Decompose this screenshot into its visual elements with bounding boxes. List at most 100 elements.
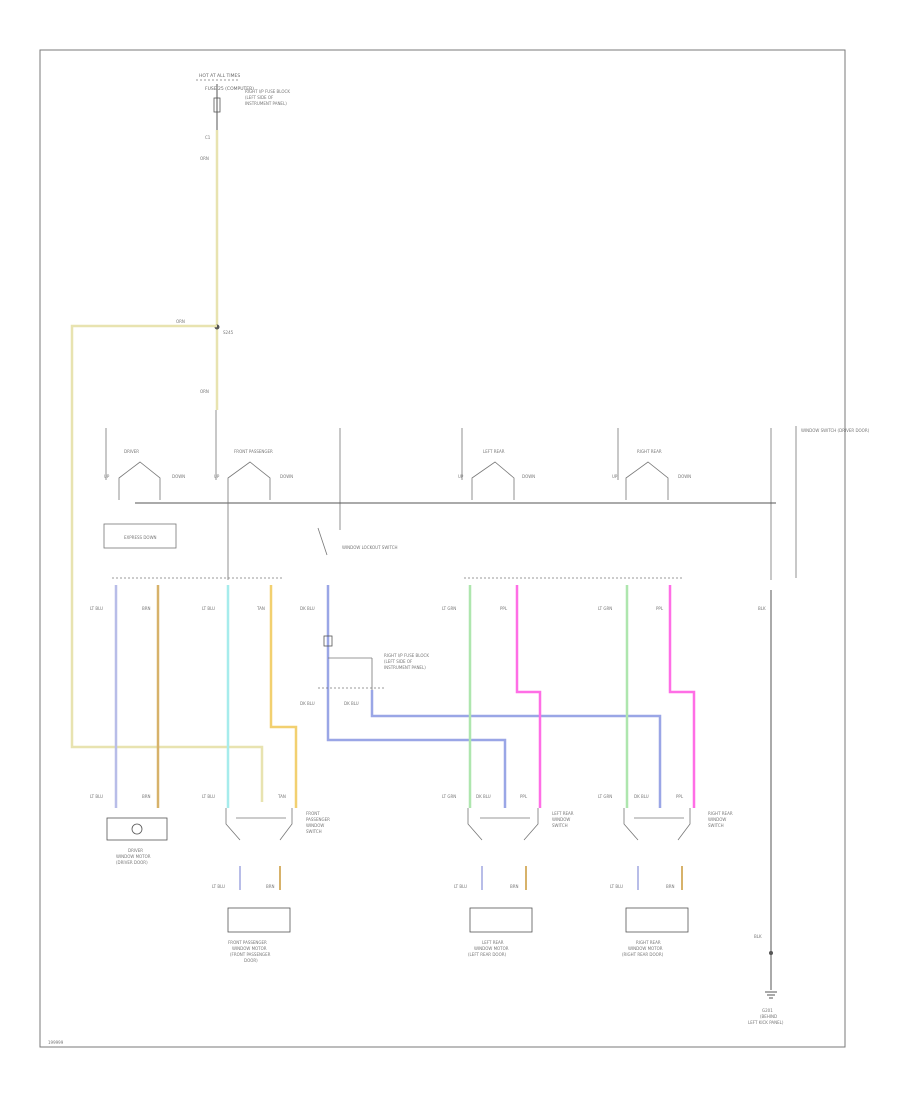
wire-main-label: ORN [200, 156, 209, 161]
express-label: EXPRESS DOWN [124, 535, 157, 540]
top-fuse-loc-2: (LEFT SIDE OF [245, 95, 274, 100]
low-lbl-tan: TAN [277, 794, 286, 799]
rr-sw-1: RIGHT REAR [708, 811, 733, 816]
rr-down: DOWN [678, 474, 691, 479]
fp-sw-1: FRONT [306, 811, 320, 816]
lr-window-switch: LEFT REAR WINDOW SWITCH LT BLU BRN LEFT … [454, 808, 574, 957]
rr-motor-lbl-ltblu: LT BLU [610, 884, 623, 889]
lr-motor-lbl-ltblu: LT BLU [454, 884, 467, 889]
lbl-blk: BLK [758, 606, 766, 611]
low-lbl-dkblu: DK BLU [476, 794, 491, 799]
low-lbl-ltgrn: LT GRN [442, 794, 456, 799]
lbl-brn: BRN [142, 606, 151, 611]
fp-motor-4: DOOR) [244, 958, 258, 963]
fp-sw-3: WINDOW [306, 823, 324, 828]
lr-down: DOWN [522, 474, 535, 479]
mid-fuse-title-1: RIGHT I/P FUSE BLOCK [384, 653, 429, 658]
low-lbl-dkblu-2: DK BLU [634, 794, 649, 799]
driver-switch-label: DRIVER [124, 449, 139, 454]
top-fuse-loc-3: INSTRUMENT PANEL) [245, 101, 287, 106]
top-fuse-name: FUSE 25 (COMPUTER) [205, 86, 254, 92]
rr-sw-2: WINDOW [708, 817, 726, 822]
lbl-tan: TAN [256, 606, 265, 611]
driver-window-motor: DRIVER WINDOW MOTOR (DRIVER DOOR) [106, 817, 168, 865]
top-fuse-loc-1: RIGHT I/P FUSE BLOCK [245, 89, 290, 94]
fp-motor-1: FRONT PASSENGER [228, 940, 267, 945]
rr-motor-lbl-brn: BRN [666, 884, 675, 889]
mid-fuse: RIGHT I/P FUSE BLOCK (LEFT SIDE OF INSTR… [300, 635, 429, 706]
low-lbl-ppl: PPL [520, 794, 528, 799]
fp-window-switch: FRONT PASSENGER WINDOW SWITCH LT BLU BRN… [212, 808, 330, 963]
driver-motor-2: WINDOW MOTOR [116, 854, 151, 859]
lbl-ltgrn-2: LT GRN [598, 606, 612, 611]
fp-motor-3: (FRONT PASSENGER [230, 952, 271, 957]
fp-sw-4: SWITCH [306, 829, 322, 834]
fp-switch-label: FRONT PASSENGER [234, 449, 273, 454]
fp-up: UP [214, 474, 220, 479]
lr-motor-2: WINDOW MOTOR [474, 946, 509, 951]
rr-motor-3: (RIGHT REAR DOOR) [622, 952, 664, 957]
fp-motor-lbl-brn: BRN [266, 884, 275, 889]
wire-dk-blu-lockout [326, 585, 507, 808]
low-lbl-cyan: LT BLU [202, 794, 215, 799]
low-lbl-brn: BRN [142, 794, 151, 799]
ground-label-1: G201 [762, 1008, 773, 1013]
wire-ppl-rr [668, 585, 696, 808]
fp-motor-lbl-ltblu: LT BLU [212, 884, 225, 889]
rr-motor-2: WINDOW MOTOR [628, 946, 663, 951]
mid-lbl-dkblu-2: DK BLU [344, 701, 359, 706]
rr-sw-3: SWITCH [708, 823, 724, 828]
master-switch-group: DRIVER UP DOWN EXPRESS DOWN FRONT PASSEN… [103, 410, 870, 580]
lr-sw-3: SWITCH [552, 823, 568, 828]
driver-up: UP [104, 474, 110, 479]
low-lbl-ltgrn-2: LT GRN [598, 794, 612, 799]
wire-ppl-lr [515, 585, 542, 808]
lockout-switch-label: WINDOW LOCKOUT SWITCH [342, 545, 398, 550]
left-feed-label: ORN [176, 319, 185, 324]
wire-dk-blu-lockout-2 [370, 690, 662, 808]
lbl-ltblu: LT BLU [90, 606, 103, 611]
rr-up: UP [612, 474, 618, 479]
lr-sw-2: WINDOW [552, 817, 570, 822]
fp-down: DOWN [280, 474, 293, 479]
top-fuse-title: HOT AT ALL TIMES [199, 73, 240, 79]
diagram-frame [39, 49, 846, 1048]
fuse-symbol [213, 97, 221, 113]
low-lbl-ltblu: LT BLU [90, 794, 103, 799]
lbl-ltgrn: LT GRN [442, 606, 456, 611]
ground-label-3: LEFT KICK PANEL) [748, 1020, 784, 1025]
master-group-label: WINDOW SWITCH (DRIVER DOOR) [801, 428, 870, 433]
splice-label: S245 [223, 330, 234, 335]
lbl-ppl: PPL [500, 606, 508, 611]
lr-up: UP [458, 474, 464, 479]
wire-tan-fp [269, 585, 298, 808]
low-lbl-ppl-2: PPL [676, 794, 684, 799]
driver-down: DOWN [172, 474, 185, 479]
switch-feed-label: ORN [200, 389, 209, 394]
ground-wire-label: BLK [754, 934, 762, 939]
top-fuse-pin: C1 [205, 135, 211, 140]
ground-label-2: (BEHIND [760, 1014, 777, 1019]
lbl-ltblu-2: LT BLU [202, 606, 215, 611]
lr-sw-1: LEFT REAR [552, 811, 574, 816]
lr-motor-3: (LEFT REAR DOOR) [468, 952, 507, 957]
lbl-dkblu: DK BLU [300, 606, 315, 611]
rr-motor-1: RIGHT REAR [636, 940, 661, 945]
fp-motor-2: WINDOW MOTOR [232, 946, 267, 951]
lr-switch-label: LEFT REAR [483, 449, 505, 454]
mid-fuse-title-3: INSTRUMENT PANEL) [384, 665, 426, 670]
driver-motor-3: (DRIVER DOOR) [116, 860, 148, 865]
mid-lbl-dkblu: DK BLU [300, 701, 315, 706]
driver-motor-1: DRIVER [128, 848, 143, 853]
rr-switch-label: RIGHT REAR [637, 449, 662, 454]
mid-fuse-title-2: (LEFT SIDE OF [384, 659, 413, 664]
wire-orn-left-feed [70, 324, 264, 802]
fp-sw-2: PASSENGER [306, 817, 330, 822]
ground-g201: BLK G201 (BEHIND LEFT KICK PANEL) [748, 934, 784, 1025]
rr-window-switch: RIGHT REAR WINDOW SWITCH LT BLU BRN RIGH… [610, 808, 733, 957]
footer-code: 199999 [48, 1040, 64, 1045]
lr-motor-lbl-brn: BRN [510, 884, 519, 889]
lr-motor-1: LEFT REAR [482, 940, 504, 945]
top-fuse: HOT AT ALL TIMES FUSE 25 (COMPUTER) RIGH… [196, 73, 290, 140]
